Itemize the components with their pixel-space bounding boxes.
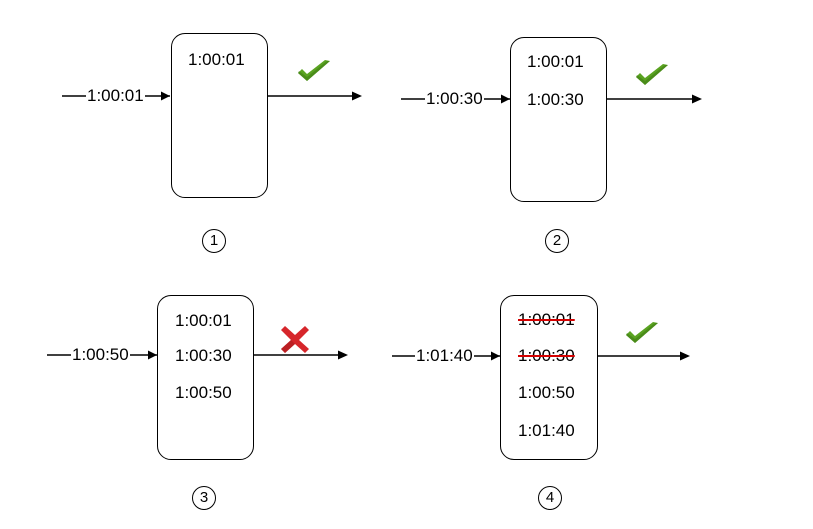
window-entry: 1:00:50: [518, 383, 575, 402]
window-entry: 1:00:30: [175, 346, 232, 365]
output-arrowhead: [680, 351, 690, 361]
input-arrowhead: [161, 91, 170, 101]
window-box: 1:00:01 1:00:30 1:00:50: [157, 295, 254, 460]
window-entry: 1:00:50: [175, 383, 232, 402]
step-number: 1: [202, 229, 226, 253]
input-arrowhead: [501, 94, 510, 104]
output-arrowhead: [338, 350, 348, 360]
window-entry-expired: 1:00:30: [518, 346, 575, 365]
check-icon: [298, 60, 330, 81]
input-arrowhead: [491, 351, 500, 361]
window-box: 1:00:01 1:00:30: [510, 37, 607, 202]
window-entry-expired: 1:00:01: [518, 310, 575, 329]
step-number: 4: [538, 486, 562, 510]
window-entry: 1:00:01: [188, 50, 245, 69]
input-timestamp: 1:00:01: [86, 86, 145, 106]
window-entry: 1:00:01: [527, 52, 584, 71]
step-number: 2: [545, 229, 569, 253]
cross-icon: [281, 326, 309, 353]
window-entry: 1:00:01: [175, 311, 232, 330]
check-icon: [626, 322, 658, 343]
step-number: 3: [192, 486, 216, 510]
window-box: 1:00:01 1:00:30 1:00:50 1:01:40: [500, 295, 598, 460]
window-box: 1:00:01: [171, 33, 268, 198]
check-icon: [636, 64, 668, 85]
input-timestamp: 1:00:30: [425, 89, 484, 109]
input-timestamp: 1:01:40: [415, 346, 474, 366]
input-timestamp: 1:00:50: [71, 345, 130, 365]
output-arrowhead: [352, 91, 362, 101]
input-arrowhead: [148, 350, 157, 360]
output-arrowhead: [692, 94, 702, 104]
window-entry: 1:01:40: [518, 421, 575, 440]
window-entry: 1:00:30: [527, 90, 584, 109]
